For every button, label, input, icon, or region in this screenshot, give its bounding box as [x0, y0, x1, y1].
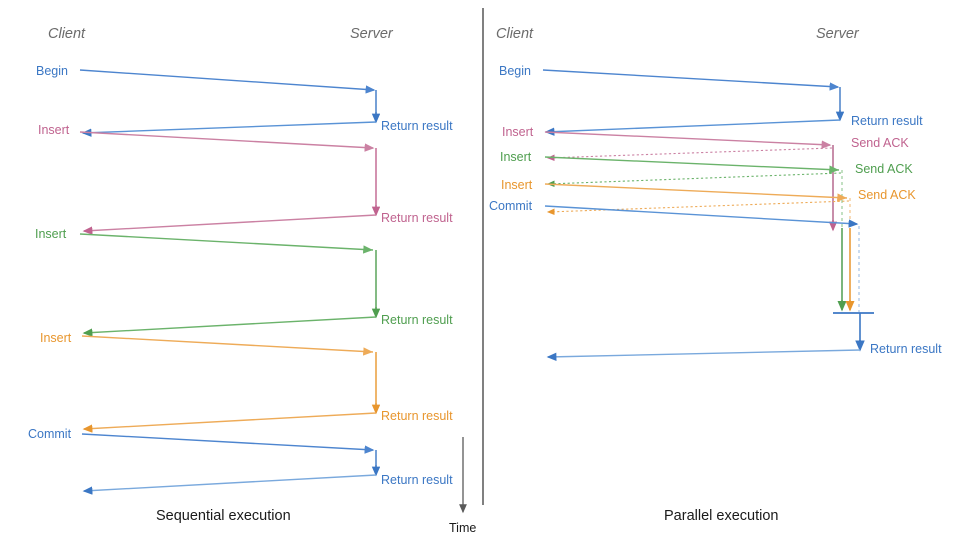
message-group-insert-2: Insert Return result: [35, 227, 453, 337]
ack-arrow-insert-3: [546, 200, 850, 216]
ack-label-insert-2: Send ACK: [855, 162, 913, 176]
reply-label-commit: Return result: [870, 342, 942, 356]
reply-label-insert-2: Return result: [381, 313, 453, 327]
server-lane-title: Server: [816, 26, 860, 42]
panel-caption-sequential: Sequential execution: [156, 508, 291, 524]
message-group-begin: Begin Return result: [36, 64, 453, 137]
message-label-commit: Commit: [489, 199, 533, 213]
request-arrow-insert-3: [544, 183, 848, 202]
message-label-insert-3: Insert: [40, 331, 72, 345]
ack-label-insert-1: Send ACK: [851, 136, 909, 150]
request-arrow-insert-3: [81, 335, 374, 356]
request-arrow-insert-2: [544, 156, 840, 174]
reply-label-begin: Return result: [851, 114, 923, 128]
reply-label-commit: Return result: [381, 473, 453, 487]
message-group-commit: Commit Return result: [489, 199, 942, 362]
reply-label-begin: Return result: [381, 119, 453, 133]
request-arrow-commit: [544, 205, 859, 228]
message-label-begin: Begin: [499, 64, 531, 78]
response-arrow-insert-3: [82, 412, 377, 433]
reply-label-insert-1: Return result: [381, 211, 453, 225]
panel-caption-parallel: Parallel execution: [664, 508, 778, 524]
message-label-insert-2: Insert: [35, 227, 67, 241]
request-arrow-insert-2: [79, 233, 374, 254]
message-group-insert-1: Insert Send ACK: [502, 125, 909, 232]
client-lane-title: Client: [496, 26, 534, 42]
message-group-commit: Commit Return result: [28, 427, 453, 495]
request-arrow-commit: [81, 433, 375, 454]
panel-sequential: Client Server Begin Return result Insert…: [28, 26, 453, 524]
request-arrow-begin: [542, 69, 840, 91]
response-arrow-insert-1: [82, 214, 377, 235]
ack-arrow-insert-1: [546, 147, 833, 162]
ack-arrow-insert-2: [546, 172, 842, 188]
request-arrow-begin: [79, 69, 376, 94]
message-group-insert-1: Insert Return result: [38, 123, 453, 235]
response-arrow-commit: [82, 474, 377, 495]
message-label-insert-2: Insert: [500, 150, 532, 164]
response-arrow-commit: [546, 349, 861, 362]
time-axis: Time: [449, 437, 476, 535]
message-label-insert-1: Insert: [38, 123, 70, 137]
request-arrow-insert-1: [544, 131, 832, 149]
message-label-insert-1: Insert: [502, 125, 534, 139]
message-group-insert-2: Insert Send ACK: [500, 150, 913, 312]
response-arrow-begin: [544, 119, 841, 136]
panel-parallel: Client Server Begin Return result Insert…: [489, 26, 942, 524]
message-group-insert-3: Insert Send ACK: [501, 178, 916, 312]
message-group-insert-3: Insert Return result: [40, 331, 453, 433]
ack-label-insert-3: Send ACK: [858, 188, 916, 202]
time-axis-label: Time: [449, 521, 476, 535]
client-lane-title: Client: [48, 26, 86, 42]
reply-label-insert-3: Return result: [381, 409, 453, 423]
message-label-commit: Commit: [28, 427, 72, 441]
server-lane-title: Server: [350, 26, 394, 42]
response-arrow-insert-2: [82, 316, 377, 337]
response-arrow-begin: [81, 121, 377, 137]
message-label-begin: Begin: [36, 64, 68, 78]
message-label-insert-3: Insert: [501, 178, 533, 192]
request-arrow-insert-1: [79, 131, 375, 152]
message-group-begin: Begin Return result: [499, 64, 923, 136]
